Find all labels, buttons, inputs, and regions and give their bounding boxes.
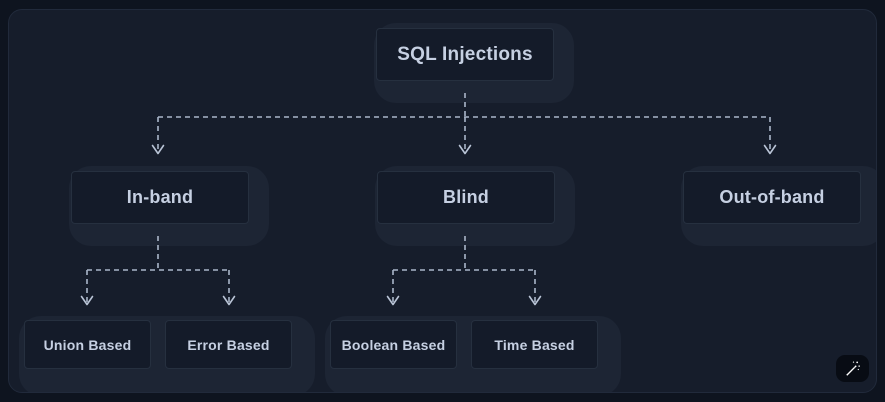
node-error-based[interactable]: Error Based	[165, 320, 292, 369]
node-in-band[interactable]: In-band	[71, 171, 249, 224]
node-boolean-based[interactable]: Boolean Based	[330, 320, 457, 369]
node-union-based[interactable]: Union Based	[24, 320, 151, 369]
magic-wand-button[interactable]	[836, 355, 869, 382]
node-time-based[interactable]: Time Based	[471, 320, 598, 369]
node-sql-injections[interactable]: SQL Injections	[376, 28, 554, 81]
node-out-of-band[interactable]: Out-of-band	[683, 171, 861, 224]
magic-wand-icon	[846, 361, 860, 376]
node-blind[interactable]: Blind	[377, 171, 555, 224]
